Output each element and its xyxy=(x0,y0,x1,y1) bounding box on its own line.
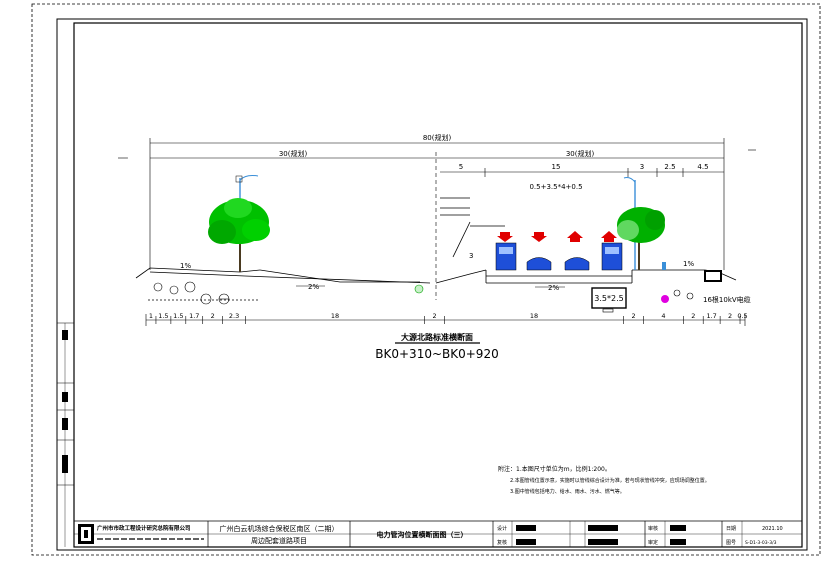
dim-seg-1: 5 xyxy=(459,163,463,171)
arrow-up-icon xyxy=(567,231,583,242)
right-pipes xyxy=(591,287,694,313)
dim-seg-5: 4.5 xyxy=(697,163,708,171)
dimension-value: 1.7 xyxy=(189,312,199,320)
tree-left-icon xyxy=(208,198,270,272)
power-note: 16根10kV电缆 xyxy=(703,295,751,304)
bottom-dimension-line xyxy=(145,314,746,326)
duct-size: 3.5*2.5 xyxy=(594,294,623,303)
traffic-arrows xyxy=(497,231,617,242)
drawing-title: 电力管沟位置横断面图（三） xyxy=(377,530,468,539)
dim-seg-4: 2.5 xyxy=(664,163,675,171)
dimension-value: 2 xyxy=(631,312,635,320)
dimension-value: 2.3 xyxy=(229,312,239,320)
hydrant-icon xyxy=(662,262,666,270)
dimension-value: 18 xyxy=(331,312,339,320)
dim-left-half: 30(规划) xyxy=(279,149,308,158)
label-drawing-no: 图号 xyxy=(726,540,736,546)
slope-right-road: 2% xyxy=(548,284,559,292)
arrow-down-icon xyxy=(497,232,513,242)
arrow-down-icon xyxy=(531,232,547,242)
inner-border xyxy=(73,22,803,548)
label-check: 复核 xyxy=(497,539,507,546)
project-name-line-2: 周边配套道路项目 xyxy=(251,536,307,545)
dim-total: 80(规划) xyxy=(423,133,452,142)
dim-seg-2: 15 xyxy=(552,163,561,171)
top-dimensions xyxy=(118,138,756,300)
project-name-line-1: 广州白云机场综合保税区南区（二期） xyxy=(220,524,339,533)
slope-right-sidewalk: 1% xyxy=(683,260,694,268)
label-date: 日期 xyxy=(726,526,736,532)
dimension-value: 18 xyxy=(530,312,538,320)
dimension-value: 2 xyxy=(432,312,436,320)
binding-strip xyxy=(57,322,74,547)
left-cross-section xyxy=(135,267,431,301)
note-line-1: 附注：1.本图尺寸单位为m，比例1:200。 xyxy=(498,465,611,473)
vehicles xyxy=(495,242,623,271)
tree-right-icon xyxy=(617,207,665,270)
signature-review xyxy=(670,525,686,531)
section-title: 大源北路标准横断面 xyxy=(401,332,473,342)
bottom-dimension-values: 1 1.5 1.5 1.7 2 2.3 18 2 18 2 4 2 1.7 2 0.5 xyxy=(149,312,748,324)
sheet-border xyxy=(56,18,808,551)
signature-design xyxy=(516,525,536,531)
left-pipes xyxy=(153,281,424,305)
dimension-value: 0.5 xyxy=(737,312,747,320)
signature-approve xyxy=(670,539,686,545)
signature-check xyxy=(516,539,536,545)
signature-3 xyxy=(588,525,618,531)
company-logo xyxy=(78,524,94,544)
arrow-up-icon xyxy=(601,231,617,242)
title-block xyxy=(74,520,802,547)
drawing-number: S-D1-3-03-3/3 xyxy=(745,540,777,546)
dimension-value: 2 xyxy=(691,312,695,320)
dimension-value: 1.5 xyxy=(173,312,183,320)
car-icon xyxy=(526,257,552,271)
date-value: 2021.10 xyxy=(762,526,783,532)
power-duct xyxy=(591,287,627,309)
label-design: 设计 xyxy=(497,525,507,532)
dim-right-half: 30(规划) xyxy=(566,149,595,158)
dim-small-3: 3 xyxy=(469,252,473,260)
signature-4 xyxy=(588,539,618,545)
dim-seg-3: 3 xyxy=(640,163,644,171)
company-name: 广州市市政工程设计研究总院有限公司 xyxy=(97,524,191,532)
note-line-3: 3.图中管线包括电力、给水、雨水、污水、燃气等。 xyxy=(510,488,625,495)
slope-left-sidewalk: 1% xyxy=(180,262,191,270)
label-approve: 审定 xyxy=(648,539,658,546)
note-line-2: 2.本图管线位置示意，实施时以管线综合设计为准，若与现状管线冲突，应现场调整位置… xyxy=(510,477,710,484)
dimension-value: 1.7 xyxy=(706,312,716,320)
section-chainage: BK0+310~BK0+920 xyxy=(375,347,498,361)
dimension-value: 2 xyxy=(728,312,732,320)
dimension-value: 1.5 xyxy=(158,312,168,320)
lane-formula: 0.5+3.5*4+0.5 xyxy=(529,183,582,191)
outer-border xyxy=(31,3,821,556)
dimension-value: 4 xyxy=(661,312,665,320)
slope-left-road: 2% xyxy=(308,283,319,291)
car-icon xyxy=(564,257,590,271)
label-review: 审核 xyxy=(648,525,658,532)
dimension-value: 1 xyxy=(149,312,153,320)
dimension-value: 2 xyxy=(211,312,215,320)
